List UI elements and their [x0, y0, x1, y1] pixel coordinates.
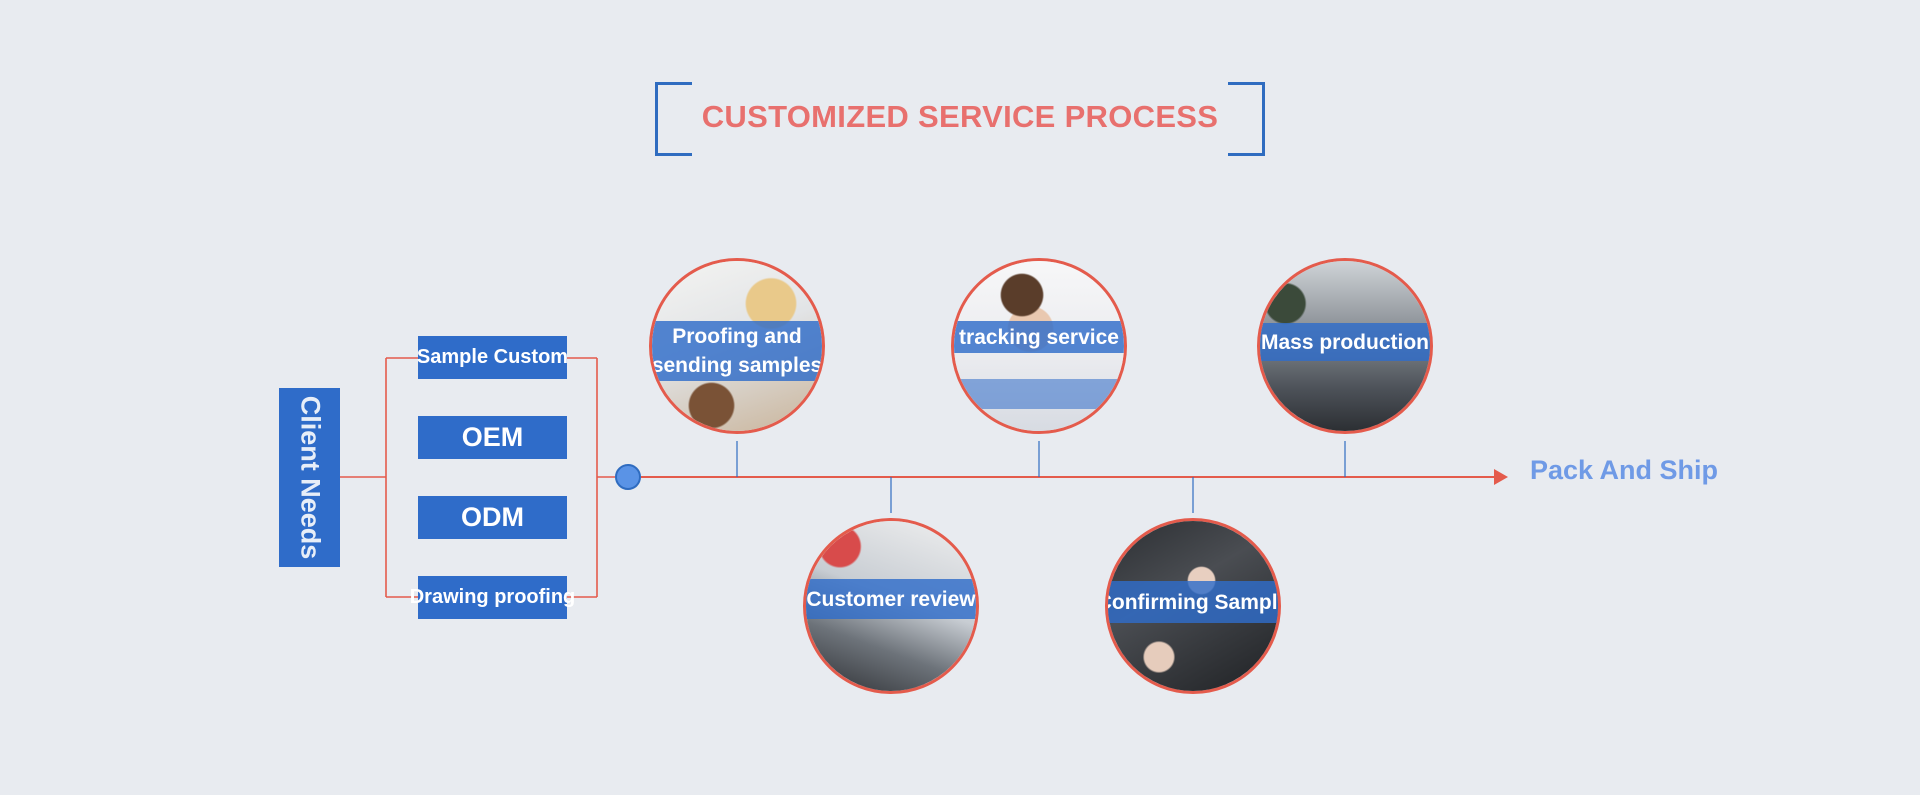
title-frame: CUSTOMIZED SERVICE PROCESS — [655, 82, 1265, 156]
option-label: Sample Custom — [416, 346, 569, 368]
step-tracking-circle: tracking service — [951, 258, 1127, 434]
title-right-bracket — [1228, 82, 1265, 156]
step-mass-production-label: Mass production — [1260, 330, 1429, 354]
step-proofing-band: Proofing and sending samples — [652, 321, 822, 381]
option-label: OEM — [461, 422, 524, 452]
option-oem: OEM — [418, 416, 567, 459]
step-tracking-label: tracking service — [959, 325, 1119, 349]
timeline-arrowhead — [1494, 469, 1508, 485]
option-label: ODM — [461, 502, 524, 532]
timeline-start-dot — [615, 464, 641, 490]
step-customer-review-circle: Customer review — [803, 518, 979, 694]
step-tracking-band-lower — [954, 379, 1124, 409]
option-odm: ODM — [418, 496, 567, 539]
step-confirming-band: Confirming Sample — [1108, 581, 1278, 623]
option-drawing-proofing: Drawing proofing — [410, 576, 575, 619]
step-confirming-label: Confirming Sample — [1105, 590, 1281, 614]
pack-and-ship-label: Pack And Ship — [1530, 455, 1719, 485]
step-mass-production-band: Mass production — [1260, 323, 1430, 361]
page-title: CUSTOMIZED SERVICE PROCESS — [701, 99, 1219, 134]
step-proofing-label-line1: Proofing and — [672, 325, 802, 348]
step-mass-production-circle: Mass production — [1257, 258, 1433, 434]
client-needs-box: Client Needs — [279, 388, 340, 567]
option-sample-custom: Sample Custom — [416, 336, 569, 379]
step-customer-review-band: Customer review — [806, 579, 976, 619]
step-proofing-label-line2: sending samples — [651, 354, 823, 377]
client-needs-label: Client Needs — [295, 395, 326, 560]
step-tracking-band: tracking service — [954, 321, 1124, 353]
step-proofing-circle: Proofing and sending samples — [649, 258, 825, 434]
step-confirming-circle: Confirming Sample — [1105, 518, 1281, 694]
title-left-bracket — [655, 82, 692, 156]
step-customer-review-label: Customer review — [806, 587, 976, 611]
option-label: Drawing proofing — [409, 586, 576, 608]
